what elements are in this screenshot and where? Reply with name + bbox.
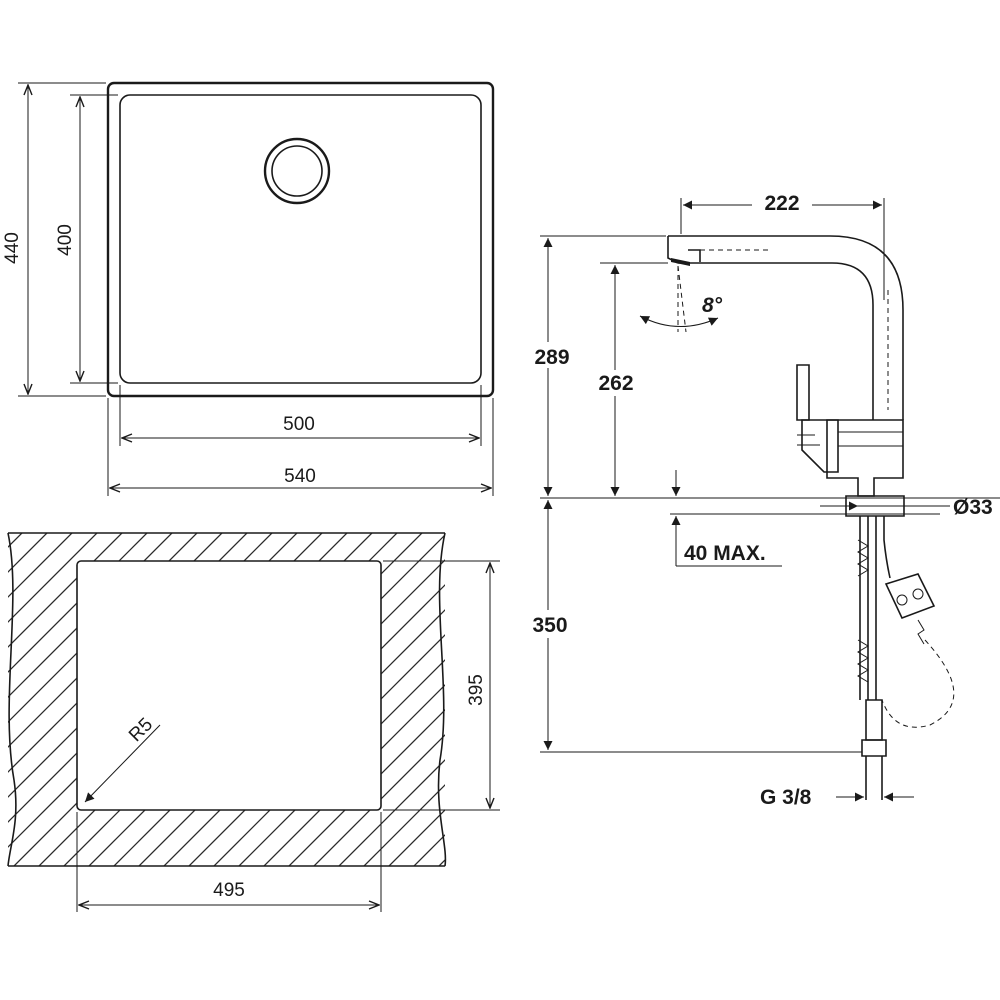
radius-leader [84, 724, 161, 803]
hatch-line [349, 533, 445, 866]
faucet-base [845, 495, 905, 517]
hatch-line [49, 533, 411, 866]
supply-hose [859, 516, 891, 700]
hatch-line [8, 533, 111, 866]
hatch-line [274, 533, 445, 866]
hatch-line [8, 533, 186, 866]
drain-outer-ring [263, 137, 331, 205]
hatch-line [8, 533, 136, 866]
sink-top-view: 440 400 500 540 [2, 81, 495, 496]
dim-label-350: 350 [532, 614, 567, 637]
sink-inner-bowl [119, 94, 482, 384]
hatch-line [475, 520, 835, 880]
hatch-line [24, 533, 386, 866]
drain-inner-ring [271, 145, 323, 197]
hatch-line [8, 533, 86, 866]
dim-label-40max: 40 MAX. [684, 542, 766, 565]
countertop-outline [7, 532, 447, 867]
dim-label-222: 222 [764, 192, 799, 215]
dim-label-495: 495 [213, 880, 245, 901]
hatch-line [124, 533, 445, 866]
hatch-line [8, 533, 261, 866]
dim-label-395: 395 [466, 674, 487, 706]
hatch-line [324, 533, 445, 866]
hatch-line [224, 533, 445, 866]
thread-label: G 3/8 [760, 786, 812, 809]
hatch-line [8, 533, 336, 866]
hatch-line [8, 533, 236, 866]
dim-label-540: 540 [284, 466, 316, 487]
hatch-line [99, 533, 445, 866]
faucet-view: 222 289 262 8° Ø33 40 MAX. 350 [524, 188, 1000, 809]
cutout-view: R5 395 495 [7, 520, 835, 912]
hatch-line [8, 533, 311, 866]
countertop-hatching [8, 520, 835, 880]
angle-arc [639, 315, 719, 327]
hatch-line [8, 533, 286, 866]
hatch-line [299, 533, 445, 866]
pullout-hose-loop [881, 639, 955, 728]
faucet-spout [668, 235, 904, 420]
hatch-line [450, 520, 810, 880]
hatch-line [249, 533, 445, 866]
hatch-line [199, 533, 445, 866]
hatch-line [399, 533, 445, 866]
hose-connector [865, 699, 883, 741]
dim-label-33: Ø33 [953, 496, 993, 519]
dim-label-440: 440 [2, 232, 23, 264]
radius-label: R5 [125, 714, 157, 746]
dim-label-289: 289 [534, 346, 569, 369]
hose-weight [884, 573, 936, 620]
hatch-line [8, 533, 361, 866]
faucet-lever [796, 364, 810, 421]
dim-label-400: 400 [55, 224, 76, 256]
hatch-line [8, 533, 161, 866]
cutout-opening [76, 560, 382, 811]
angle-label: 8° [702, 294, 723, 317]
dim-label-500: 500 [283, 414, 315, 435]
sink-outer-edge [106, 81, 495, 398]
hatch-line [374, 533, 445, 866]
dim-label-262: 262 [598, 372, 633, 395]
hatch-line [149, 533, 445, 866]
